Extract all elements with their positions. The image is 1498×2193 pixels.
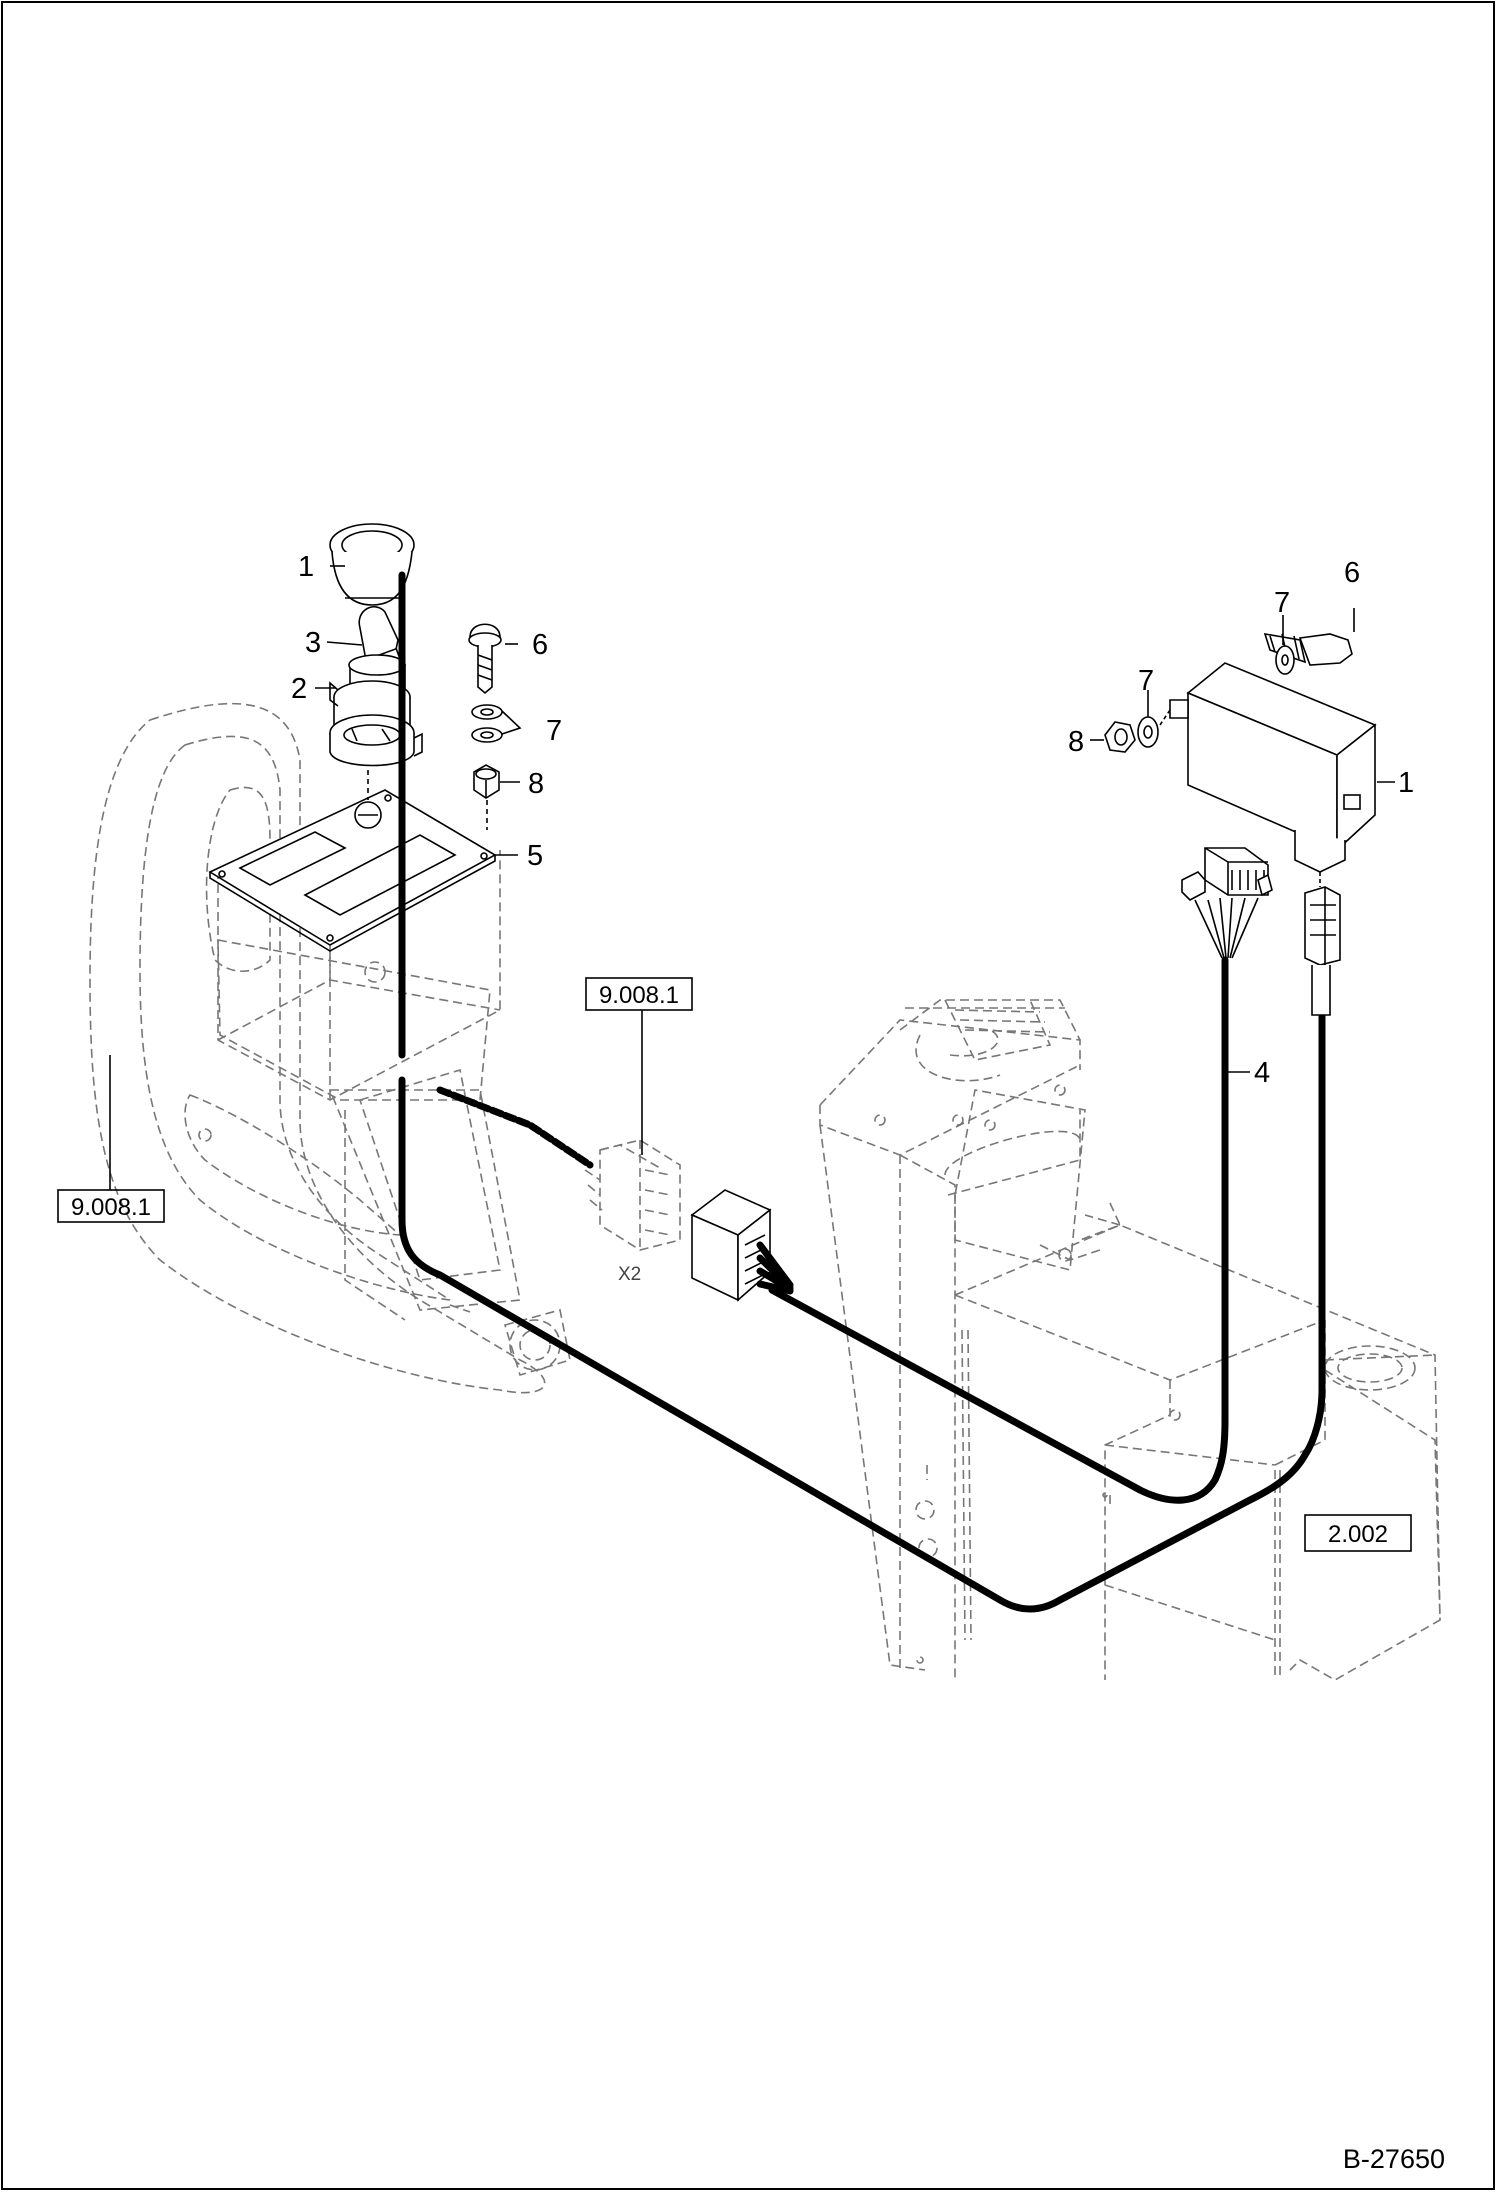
nut-right [1104,721,1136,753]
reference-label-console: 9.008.1 [71,1194,151,1221]
washer-right-top [1275,645,1295,675]
callout-screw-right: 6 [1344,557,1360,589]
module-plug [1304,886,1341,1016]
washer-right [1137,716,1159,748]
screw-left [468,623,502,695]
switch-housing [329,680,423,767]
connector-block [690,1189,794,1302]
cable-dashed-to-x2 [436,1086,594,1169]
callout-washer-right: 7 [1138,665,1154,697]
callout-key: 3 [305,627,321,659]
reference-box-console: 9.008.1 [57,1189,165,1223]
callout-plate: 5 [527,840,543,872]
callout-cable: 4 [1254,1057,1270,1089]
reference-box-frame: 2.002 [1304,1514,1412,1552]
mounting-box-ghost [217,850,501,1101]
connector-x2-ghost [584,1139,681,1251]
nut-left [473,764,500,799]
reference-label-connector: 9.008.1 [599,982,679,1009]
callout-washer-left: 7 [546,715,562,747]
callouts: 1 3 2 6 7 8 5 6 7 7 8 1 4 [291,551,1414,1089]
column-ghost [819,999,1086,1680]
multi-pin-plug [1181,847,1273,959]
reference-label-frame: 2.002 [1328,1521,1388,1548]
connector-x2-label: X2 [618,1264,641,1285]
callout-module: 1 [1398,767,1414,799]
ignition-switch-cap [329,523,415,606]
reference-box-connector: 9.008.1 [585,977,693,1011]
callout-nut-left: 8 [528,768,544,800]
washers-left [471,704,503,743]
drawing-number: B-27650 [1343,2144,1445,2174]
mounting-plate [208,789,497,952]
callout-nut-right: 8 [1068,726,1084,758]
cable-harness-4 [768,956,1229,1504]
cable-harness-run [398,1011,1326,1613]
callout-screw-left: 6 [532,629,548,661]
frame-box-ghost [954,1202,1441,1681]
control-module [1169,662,1377,873]
ignition-key [348,606,406,691]
callout-switch: 1 [298,551,314,583]
callout-housing: 2 [291,673,307,705]
callout-washer-right-top: 7 [1274,587,1290,619]
leader-lines [109,565,1395,1190]
